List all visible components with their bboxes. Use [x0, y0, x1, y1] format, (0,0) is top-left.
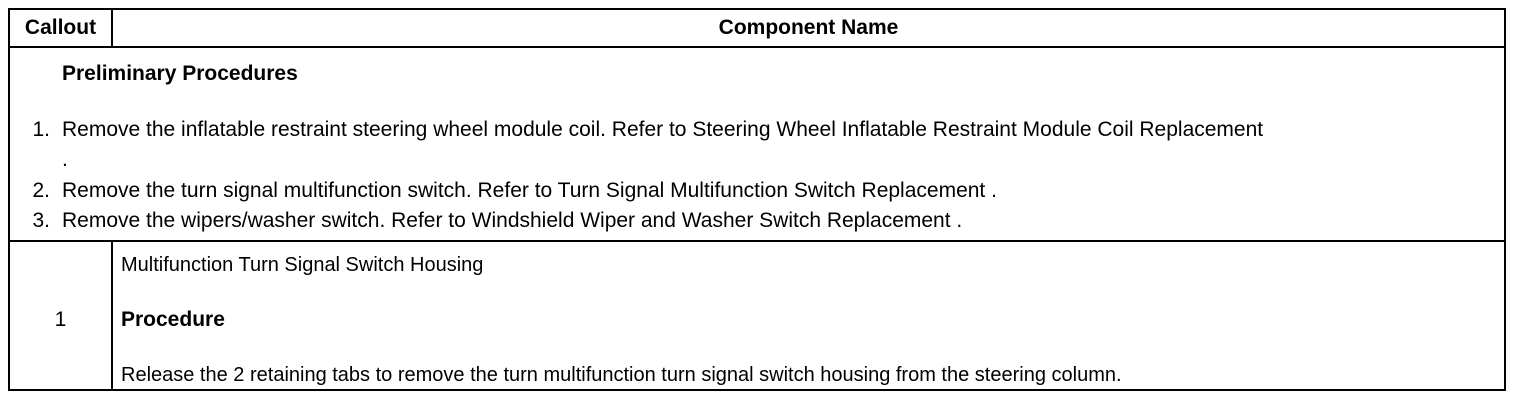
step-text-continuation: . [62, 148, 68, 171]
table-row: 1 Multifunction Turn Signal Switch Housi… [10, 242, 1504, 389]
procedure-table: Callout Component Name Preliminary Proce… [8, 8, 1506, 391]
step-number: 3. [32, 209, 50, 232]
callout-number: 1 [54, 308, 67, 331]
component-name-header: Component Name [718, 16, 899, 39]
component-name: Multifunction Turn Signal Switch Housing [121, 254, 484, 276]
step-text: Remove the turn signal multifunction swi… [62, 179, 997, 202]
procedure-label: Procedure [121, 308, 225, 331]
procedure-description: Release the 2 retaining tabs to remove t… [121, 364, 1122, 386]
step-number: 2. [32, 179, 50, 202]
component-cell: Multifunction Turn Signal Switch Housing… [113, 242, 1504, 389]
callout-cell: 1 [10, 242, 113, 389]
table-header: Callout Component Name [10, 10, 1504, 48]
step-text: Remove the wipers/washer switch. Refer t… [62, 209, 963, 232]
callout-header: Callout [10, 10, 113, 46]
step-text: Remove the inflatable restraint steering… [62, 118, 1264, 141]
preliminary-procedures: Preliminary Procedures 1. Remove the inf… [10, 48, 1504, 242]
preliminary-title: Preliminary Procedures [62, 62, 298, 85]
step-number: 1. [32, 118, 50, 141]
